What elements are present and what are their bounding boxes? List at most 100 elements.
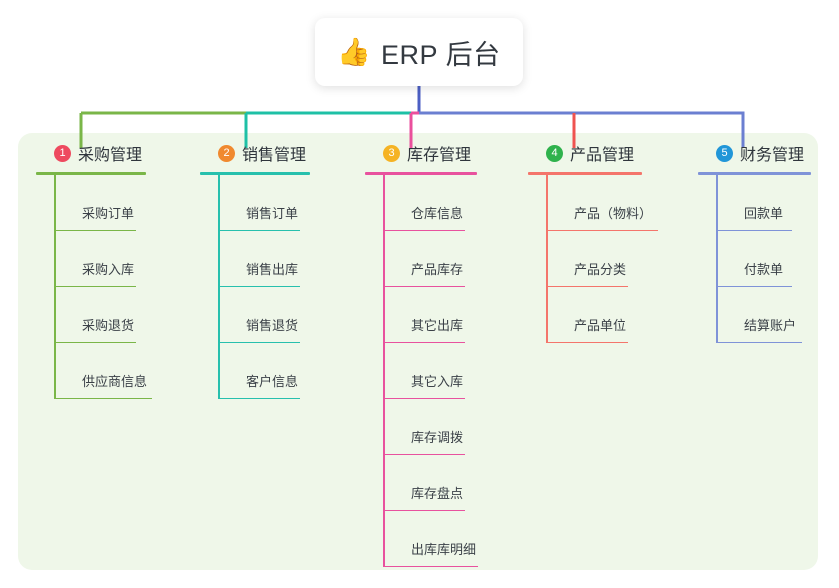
- column-items: 采购订单采购入库采购退货供应商信息: [36, 175, 152, 399]
- column-1: 1 采购管理采购订单采购入库采购退货供应商信息: [36, 140, 152, 399]
- column-underline: [698, 172, 811, 175]
- leaf-item[interactable]: 库存盘点: [383, 455, 477, 511]
- leaf-item[interactable]: 产品分类: [546, 231, 642, 287]
- leaf-label: 产品单位: [574, 318, 627, 333]
- column-badge-1: 1: [54, 144, 71, 162]
- column-header-1[interactable]: 1 采购管理: [36, 140, 146, 166]
- leaf-underline: [546, 341, 628, 343]
- leaf-item[interactable]: 采购退货: [54, 287, 146, 343]
- thumbs-up-icon: 👍: [337, 36, 372, 67]
- leaf-label: 库存盘点: [411, 486, 464, 501]
- leaf-label: 采购退货: [82, 318, 135, 333]
- leaf-underline: [383, 397, 465, 399]
- leaf-underline: [383, 453, 465, 455]
- leaf-item[interactable]: 其它入库: [383, 343, 477, 399]
- leaf-underline: [546, 229, 658, 231]
- column-title: 采购管理: [78, 147, 143, 164]
- leaf-label: 销售出库: [246, 262, 299, 277]
- leaf-item[interactable]: 产品库存: [383, 231, 477, 287]
- leaf-item[interactable]: 采购入库: [54, 231, 146, 287]
- leaf-underline: [716, 341, 802, 343]
- leaf-underline: [54, 229, 136, 231]
- column-items: 产品（物料） 产品分类产品单位: [528, 175, 658, 343]
- column-badge-4: 4: [546, 144, 563, 162]
- column-underline: [528, 172, 642, 175]
- leaf-label: 付款单: [744, 262, 784, 277]
- column-underline: [36, 172, 146, 175]
- leaf-label: 销售退货: [246, 318, 299, 333]
- leaf-label: 其它出库: [411, 318, 464, 333]
- leaf-label: 采购入库: [82, 262, 135, 277]
- column-spine: [218, 175, 220, 399]
- column-title: 库存管理: [407, 147, 472, 164]
- column-spine: [546, 175, 548, 343]
- column-spine: [54, 175, 56, 399]
- leaf-label: 采购订单: [82, 206, 135, 221]
- leaf-item[interactable]: 产品单位: [546, 287, 642, 343]
- leaf-item[interactable]: 供应商信息: [54, 343, 152, 399]
- leaf-label: 产品（物料）: [574, 206, 653, 221]
- column-5: 5 财务管理回款单付款单结算账户: [698, 140, 811, 343]
- column-spine: [716, 175, 718, 343]
- leaf-label: 供应商信息: [82, 374, 148, 389]
- leaf-label: 销售订单: [246, 206, 299, 221]
- column-spine: [383, 175, 385, 567]
- leaf-item[interactable]: 库存调拨: [383, 399, 477, 455]
- leaf-item[interactable]: 销售订单: [218, 175, 310, 231]
- leaf-underline: [54, 285, 136, 287]
- leaf-underline: [218, 397, 300, 399]
- leaf-underline: [716, 229, 792, 231]
- leaf-item[interactable]: 采购订单: [54, 175, 146, 231]
- leaf-label: 出库库明细: [411, 542, 477, 557]
- leaf-item[interactable]: 销售出库: [218, 231, 310, 287]
- column-title: 产品管理: [570, 147, 635, 164]
- column-header-4[interactable]: 4 产品管理: [528, 140, 642, 166]
- column-4: 4 产品管理产品（物料） 产品分类产品单位: [528, 140, 658, 343]
- column-items: 销售订单销售出库销售退货客户信息: [200, 175, 310, 399]
- leaf-underline: [218, 229, 300, 231]
- leaf-underline: [218, 285, 300, 287]
- leaf-underline: [383, 341, 465, 343]
- leaf-item[interactable]: 结算账户: [716, 287, 811, 343]
- leaf-item[interactable]: 付款单: [716, 231, 811, 287]
- leaf-underline: [54, 341, 136, 343]
- leaf-item[interactable]: 其它出库: [383, 287, 477, 343]
- leaf-underline: [54, 397, 152, 399]
- leaf-label: 回款单: [744, 206, 784, 221]
- column-header-3[interactable]: 3 库存管理: [365, 140, 477, 166]
- column-badge-3: 3: [383, 144, 400, 162]
- leaf-label: 产品库存: [411, 262, 464, 277]
- leaf-item[interactable]: 仓库信息: [383, 175, 477, 231]
- column-badge-2: 2: [218, 144, 235, 162]
- leaf-item[interactable]: 回款单: [716, 175, 811, 231]
- leaf-underline: [716, 285, 792, 287]
- leaf-item[interactable]: 销售退货: [218, 287, 310, 343]
- column-items: 仓库信息产品库存其它出库其它入库库存调拨库存盘点出库库明细: [365, 175, 478, 567]
- leaf-item[interactable]: 出库库明细: [383, 511, 478, 567]
- diagram-panel: [18, 133, 818, 570]
- column-items: 回款单付款单结算账户: [698, 175, 811, 343]
- leaf-label: 产品分类: [574, 262, 627, 277]
- leaf-underline: [546, 285, 628, 287]
- leaf-item[interactable]: 产品（物料）: [546, 175, 658, 231]
- column-3: 3 库存管理仓库信息产品库存其它出库其它入库库存调拨库存盘点出库库明细: [365, 140, 478, 567]
- leaf-item[interactable]: 客户信息: [218, 343, 310, 399]
- leaf-label: 其它入库: [411, 374, 464, 389]
- leaf-underline: [383, 285, 465, 287]
- column-underline: [365, 172, 477, 175]
- column-badge-5: 5: [716, 144, 733, 162]
- leaf-underline: [383, 565, 478, 567]
- leaf-label: 结算账户: [744, 318, 797, 333]
- column-header-5[interactable]: 5 财务管理: [698, 140, 811, 166]
- leaf-label: 仓库信息: [411, 206, 464, 221]
- root-label: ERP 后台: [381, 39, 501, 70]
- leaf-label: 库存调拨: [411, 430, 464, 445]
- root-node[interactable]: 👍 ERP 后台: [315, 18, 523, 86]
- leaf-label: 客户信息: [246, 374, 299, 389]
- column-title: 财务管理: [740, 147, 805, 164]
- column-underline: [200, 172, 310, 175]
- leaf-underline: [218, 341, 300, 343]
- leaf-underline: [383, 509, 465, 511]
